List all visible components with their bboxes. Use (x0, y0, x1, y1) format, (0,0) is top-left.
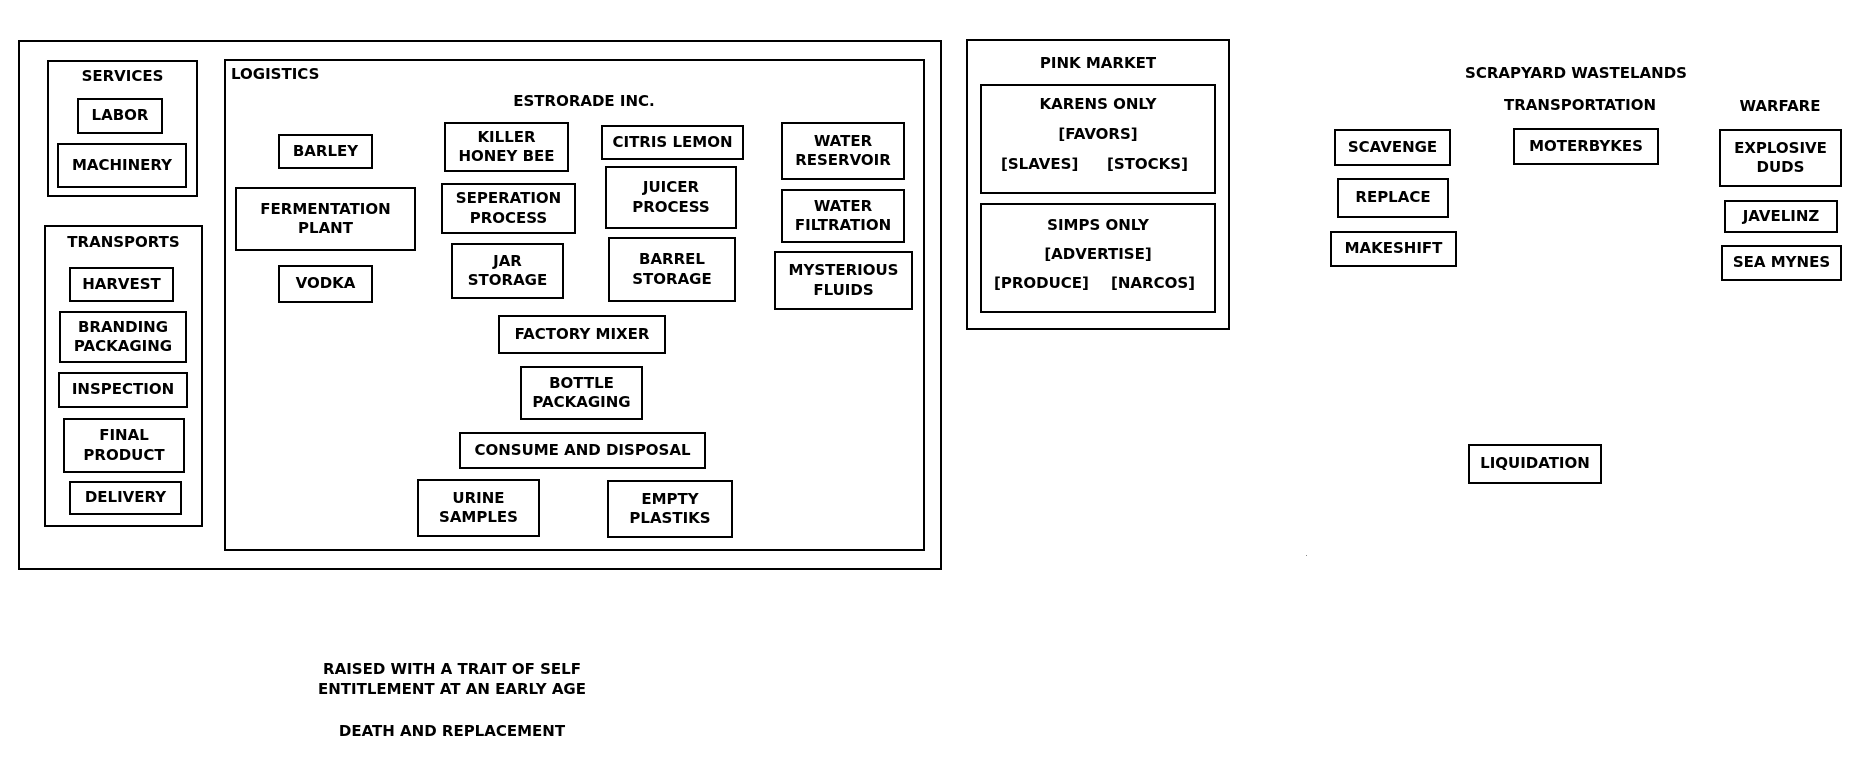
sea-mynes-box: SEA MYNES (1721, 245, 1842, 281)
death-note: DEATH AND REPLACEMENT (338, 722, 566, 740)
slaves-label: [SLAVES] (1001, 155, 1079, 173)
factory-mixer-box: FACTORY MIXER (498, 315, 666, 354)
warfare-title: WARFARE (1739, 97, 1821, 115)
final-product-box: FINAL PRODUCT (63, 418, 185, 473)
juicer-process-box: JUICER PROCESS (605, 166, 737, 229)
bottle-packaging-box: BOTTLE PACKAGING (520, 366, 643, 420)
barley-box: BARLEY (278, 134, 373, 169)
makeshift-box: MAKESHIFT (1330, 231, 1457, 267)
branding-packaging-box: BRANDING PACKAGING (59, 311, 187, 363)
transports-title: TRANSPORTS (67, 233, 180, 251)
karens-only-frame (980, 84, 1216, 194)
citris-lemon-box: CITRIS LEMON (601, 125, 744, 160)
main-frame (18, 40, 942, 570)
transportation-title: TRANSPORTATION (1504, 96, 1656, 114)
logistics-frame (224, 59, 925, 551)
services-frame (47, 60, 198, 197)
company-title: ESTRORADE INC. (513, 92, 655, 110)
barrel-storage-box: BARREL STORAGE (608, 237, 736, 302)
karens-only-title: KARENS ONLY (1039, 95, 1157, 113)
scavenge-box: SCAVENGE (1334, 129, 1451, 166)
consume-and-disposal-box: CONSUME AND DISPOSAL (459, 432, 706, 469)
pink-market-frame (966, 39, 1230, 330)
stray-dot (1306, 555, 1307, 556)
mysterious-fluids-box: MYSTERIOUS FLUIDS (774, 251, 913, 310)
harvest-box: HARVEST (69, 267, 174, 302)
seperation-process-box: SEPERATION PROCESS (441, 183, 576, 234)
logistics-title: LOGISTICS (231, 65, 320, 83)
fermentation-plant-box: FERMENTATION PLANT (235, 187, 416, 251)
water-filtration-box: WATER FILTRATION (781, 189, 905, 243)
advertise-label: [ADVERTISE] (1044, 245, 1152, 263)
scrapyard-title: SCRAPYARD WASTELANDS (1465, 64, 1687, 82)
stocks-label: [STOCKS] (1107, 155, 1188, 173)
delivery-box: DELIVERY (69, 481, 182, 515)
machinery-box: MACHINERY (57, 143, 187, 188)
javelinz-box: JAVELINZ (1724, 200, 1838, 233)
narcos-label: [NARCOS] (1111, 274, 1195, 292)
urine-samples-box: URINE SAMPLES (417, 479, 540, 537)
empty-plastiks-box: EMPTY PLASTIKS (607, 480, 733, 538)
jar-storage-box: JAR STORAGE (451, 243, 564, 299)
trait-note: RAISED WITH A TRAIT OF SELF ENTITLEMENT … (318, 660, 586, 698)
transports-frame (44, 225, 203, 527)
simps-only-frame (980, 203, 1216, 313)
inspection-box: INSPECTION (58, 372, 188, 408)
explosive-duds-box: EXPLOSIVE DUDS (1719, 129, 1842, 187)
simps-only-title: SIMPS ONLY (1047, 216, 1149, 234)
services-title: SERVICES (81, 67, 164, 85)
produce-label: [PRODUCE] (994, 274, 1089, 292)
replace-box: REPLACE (1337, 178, 1449, 218)
moterbykes-box: MOTERBYKES (1513, 128, 1659, 165)
labor-box: LABOR (77, 98, 163, 134)
pink-market-title: PINK MARKET (1039, 54, 1157, 72)
killer-honey-bee-box: KILLER HONEY BEE (444, 122, 569, 172)
vodka-box: VODKA (278, 265, 373, 303)
water-reservoir-box: WATER RESERVOIR (781, 122, 905, 180)
liquidation-box: LIQUIDATION (1468, 444, 1602, 484)
favors-label: [FAVORS] (1058, 125, 1138, 143)
